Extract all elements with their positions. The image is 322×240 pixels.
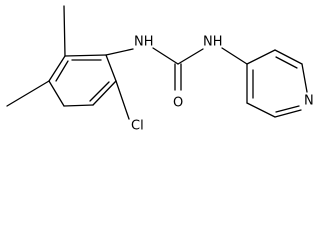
- carbonyl-nh-bond: [177, 48, 204, 65]
- nh-carbonyl-bond: [152, 47, 179, 65]
- methyl-bond-left: [6, 80, 50, 107]
- ring-bond: [48, 55, 66, 82]
- carbonyl-oxygen-label: O: [173, 96, 183, 111]
- ring-bond: [92, 80, 117, 106]
- ring-bond: [274, 49, 303, 65]
- nh-right-label: NH: [203, 35, 223, 50]
- ring-bond: [246, 49, 276, 65]
- chloro-label: Cl: [131, 119, 144, 132]
- phenyl-ring: [48, 54, 117, 107]
- ring-double-bond: [55, 60, 69, 82]
- ring-bond: [105, 54, 117, 82]
- ring-bond: [301, 63, 308, 93]
- chemical-structure: NH NH O Cl N: [6, 5, 314, 132]
- pyridine-nitrogen-label: N: [304, 94, 314, 109]
- pyridine-ring: [246, 49, 308, 118]
- chloro-bond: [115, 80, 130, 120]
- ring-double-bond: [275, 56, 298, 69]
- ring-bond: [274, 109, 302, 118]
- ring-bond: [63, 104, 94, 107]
- ring-nh-bond: [105, 48, 134, 56]
- ring-double-bond: [275, 105, 300, 113]
- ring-bond: [64, 54, 107, 57]
- nh-pyridine-bond: [221, 47, 248, 65]
- ring-double-bond: [89, 81, 110, 102]
- nh-left-label: NH: [134, 35, 154, 50]
- methyl-bond-top: [63, 5, 66, 57]
- ring-bond: [246, 102, 276, 118]
- ring-bond: [48, 80, 65, 107]
